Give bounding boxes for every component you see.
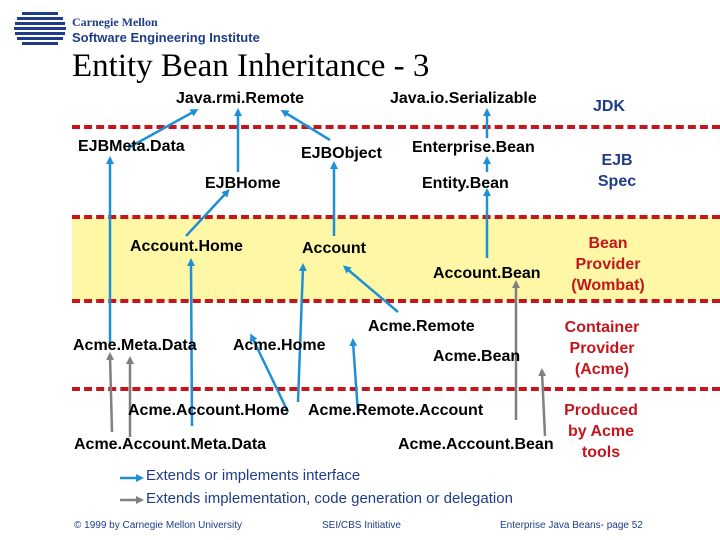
layer-label-container-provider-line1: Container [564,319,640,336]
arrow-acmeremoteaccount-account [296,263,307,403]
node-entity-bean: Entity.Bean [422,175,509,192]
sei-globe-logo-icon [14,12,66,45]
node-account: Account [302,240,366,257]
arrow-ejbobject-remote [280,109,331,142]
node-java-io-serializable: Java.io.Serializable [390,90,537,107]
node-account-home: Account.Home [130,238,243,255]
org-name-line2: Software Engineering Institute [72,30,260,45]
node-acme-account-home: Acme.Account.Home [128,402,289,419]
node-java-rmi-remote: Java.rmi.Remote [176,90,305,107]
layer-label-ejb-spec-line2: Spec [597,173,637,190]
layer-label-produced: Produced by Acme tools [556,400,646,463]
node-acme-remote-account: Acme.Remote.Account [308,402,484,419]
arrow-acmeremoteaccount-acmeremote [349,338,360,414]
node-ejb-object: EJBObject [301,145,382,162]
bean-provider-band [72,217,720,301]
node-acme-account-bean: Acme.Account.Bean [398,436,554,453]
layer-label-container-provider: Container Provider (Acme) [557,317,647,380]
legend-implementation-label: Extends implementation, code generation … [146,490,513,507]
layer-label-produced-line2: by Acme [567,423,635,440]
org-name-line1: Carnegie Mellon [72,15,158,29]
divider-ejb-spec [72,215,720,219]
arrow-acmeaccounthome-accounthome [187,258,196,427]
layer-label-container-provider-line2: Provider [569,340,635,357]
node-ejb-home: EJBHome [205,175,281,192]
arrow-acmeaccountmetadata-acmemetadata [106,352,115,433]
layer-label-ejb-spec-line1: EJB [601,152,633,169]
node-acme-remote: Acme.Remote [368,318,475,335]
footer-page: Enterprise Java Beans- page 52 [500,520,643,531]
footer-initiative: SEI/CBS Initiative [322,520,401,531]
slide-title: Entity Bean Inheritance - 3 [72,48,430,84]
arrow-accounthome-ejbhome [185,189,230,237]
node-acme-account-meta-data: Acme.Account.Meta.Data [74,436,267,453]
divider-container-provider [72,387,720,391]
arrow-acmeaccountbean-acmebean [538,368,547,437]
layer-label-bean-provider: Bean Provider (Wombat) [563,233,653,296]
node-account-bean: Account.Bean [433,265,541,282]
node-acme-bean: Acme.Bean [433,348,521,365]
node-ejb-meta-data: EJBMeta.Data [78,138,185,155]
arrow-ejbmetadata-remote [127,109,199,150]
divider-jdk [72,125,720,129]
layer-label-produced-line3: tools [581,444,621,461]
footer-copyright: © 1999 by Carnegie Mellon University [74,520,243,531]
layer-label-produced-line1: Produced [564,402,638,419]
layer-label-ejb-spec: EJB Spec [592,150,642,192]
layer-label-jdk: JDK [593,98,626,115]
arrow-acmeremote-account [342,265,399,313]
node-acme-meta-data: Acme.Meta.Data [73,337,197,354]
arrow-acmeaccounthome-acmehome [250,333,290,413]
layer-label-bean-provider-line1: Bean [588,235,628,252]
layer-label-bean-provider-line2: Provider [575,256,641,273]
layer-label-bean-provider-line3: (Wombat) [571,277,645,294]
node-enterprise-bean: Enterprise.Bean [412,139,535,156]
layer-label-container-provider-line3: (Acme) [574,361,630,378]
divider-bean-provider [72,299,720,303]
legend-interface-label: Extends or implements interface [146,467,361,484]
node-acme-home: Acme.Home [233,337,326,354]
